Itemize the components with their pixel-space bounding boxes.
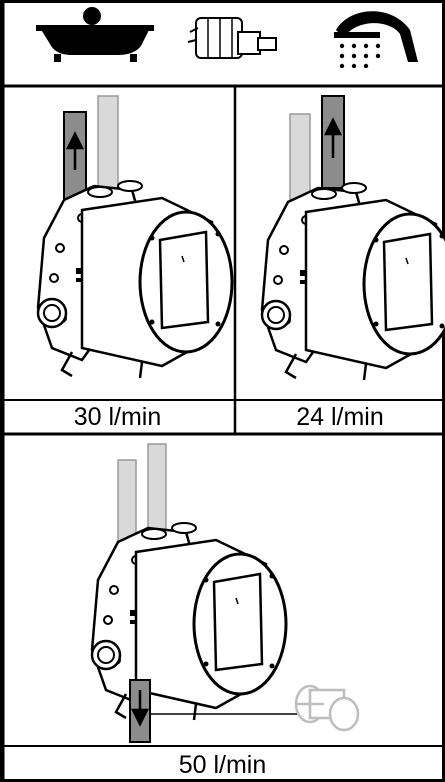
inactive-pipe-left [97,95,119,193]
panel-bottom-illustration [90,443,360,743]
cartridge-ghost-icon [294,684,360,732]
flow-arrow-up-icon [323,117,343,158]
flow-arrow-down-icon [130,690,150,727]
flow-label-bottom: 50 l/min [178,751,267,779]
panel-right-illustration [260,95,445,382]
bathtub-icon [36,7,154,62]
flow-label-left: 30 l/min [73,403,162,431]
shower-head-icon [334,11,418,69]
cartridge-icon [187,17,277,59]
panel-left-illustration [36,95,234,380]
flow-label-right: 24 l/min [296,403,384,431]
flow-arrow-up-icon [65,131,85,170]
